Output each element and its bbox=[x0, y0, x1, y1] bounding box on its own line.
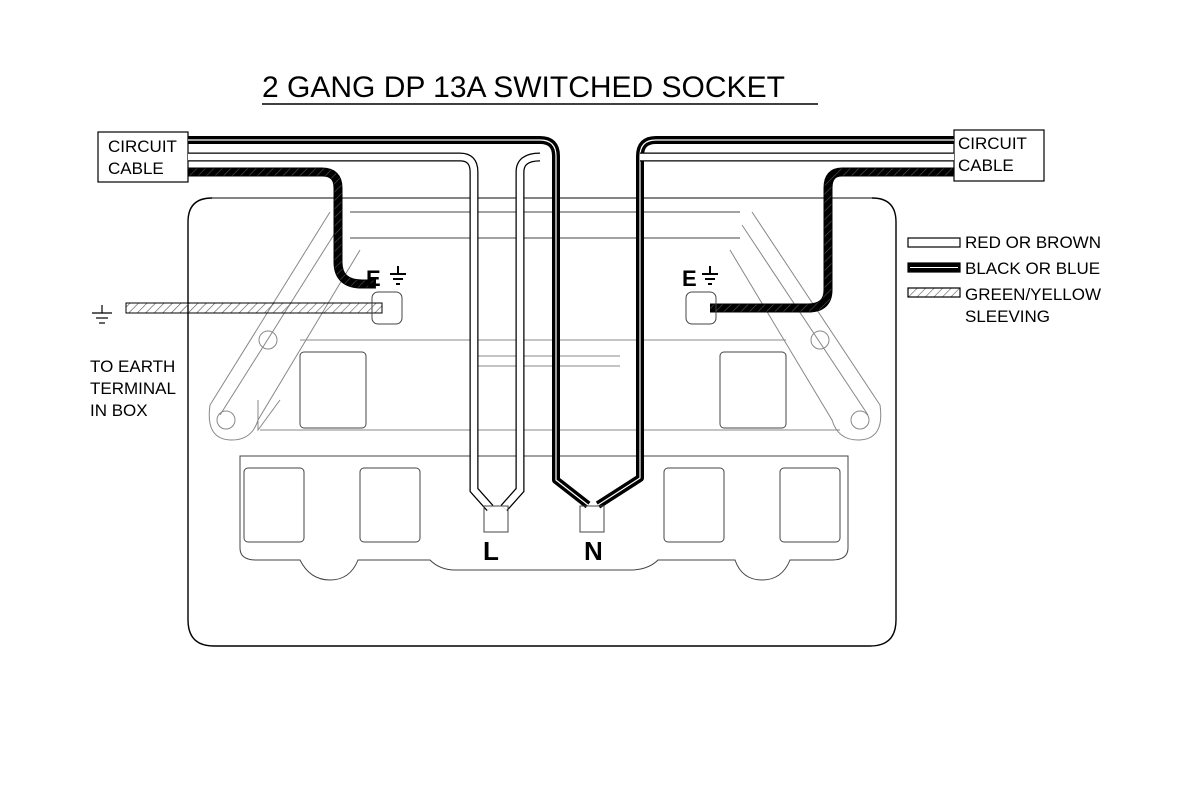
svg-text:CIRCUIT: CIRCUIT bbox=[958, 134, 1027, 153]
neutral-wire bbox=[188, 136, 954, 509]
earth-sleeving bbox=[125, 167, 954, 314]
live-terminal: L bbox=[483, 505, 509, 566]
svg-text:N: N bbox=[584, 536, 603, 566]
legend-item-green: GREEN/YELLOW SLEEVING bbox=[907, 285, 1101, 326]
svg-text:SLEEVING: SLEEVING bbox=[965, 307, 1050, 326]
circuit-cable-label-left: CIRCUIT CABLE bbox=[97, 131, 189, 183]
svg-text:BLACK OR BLUE: BLACK OR BLUE bbox=[965, 259, 1100, 278]
svg-text:TERMINAL: TERMINAL bbox=[90, 379, 176, 398]
svg-text:CABLE: CABLE bbox=[958, 156, 1014, 175]
diagram-title: 2 GANG DP 13A SWITCHED SOCKET bbox=[262, 71, 785, 104]
faceplate bbox=[187, 197, 897, 647]
earth-note: TO EARTH TERMINAL IN BOX bbox=[90, 357, 176, 420]
neutral-terminal: N bbox=[579, 505, 605, 566]
earth-symbol-icon bbox=[702, 266, 718, 285]
switch-arm-right bbox=[729, 211, 882, 441]
legend-item-red: RED OR BROWN bbox=[907, 233, 1101, 252]
svg-text:RED OR BROWN: RED OR BROWN bbox=[965, 233, 1101, 252]
switch-arm-left bbox=[208, 211, 361, 441]
svg-text:L: L bbox=[483, 536, 499, 566]
legend: RED OR BROWN BLACK OR BLUE GREEN/YELLOW … bbox=[907, 233, 1101, 326]
legend-item-black: BLACK OR BLUE bbox=[907, 259, 1100, 278]
svg-text:GREEN/YELLOW: GREEN/YELLOW bbox=[965, 285, 1101, 304]
cable-run-lines bbox=[212, 197, 872, 367]
earth-symbol-icon bbox=[92, 305, 112, 324]
svg-text:TO EARTH: TO EARTH bbox=[90, 357, 175, 376]
live-wire bbox=[188, 152, 954, 511]
circuit-cable-label-right: CIRCUIT CABLE bbox=[953, 129, 1045, 182]
svg-text:E: E bbox=[682, 266, 697, 291]
svg-text:E: E bbox=[366, 266, 381, 291]
socket-apertures bbox=[243, 351, 841, 543]
earth-terminal-right: E bbox=[682, 266, 718, 325]
svg-text:CABLE: CABLE bbox=[108, 159, 164, 178]
svg-text:IN BOX: IN BOX bbox=[90, 401, 148, 420]
earth-symbol-icon bbox=[390, 266, 406, 285]
earth-terminal-left: E bbox=[366, 266, 406, 325]
svg-text:CIRCUIT: CIRCUIT bbox=[108, 137, 177, 156]
